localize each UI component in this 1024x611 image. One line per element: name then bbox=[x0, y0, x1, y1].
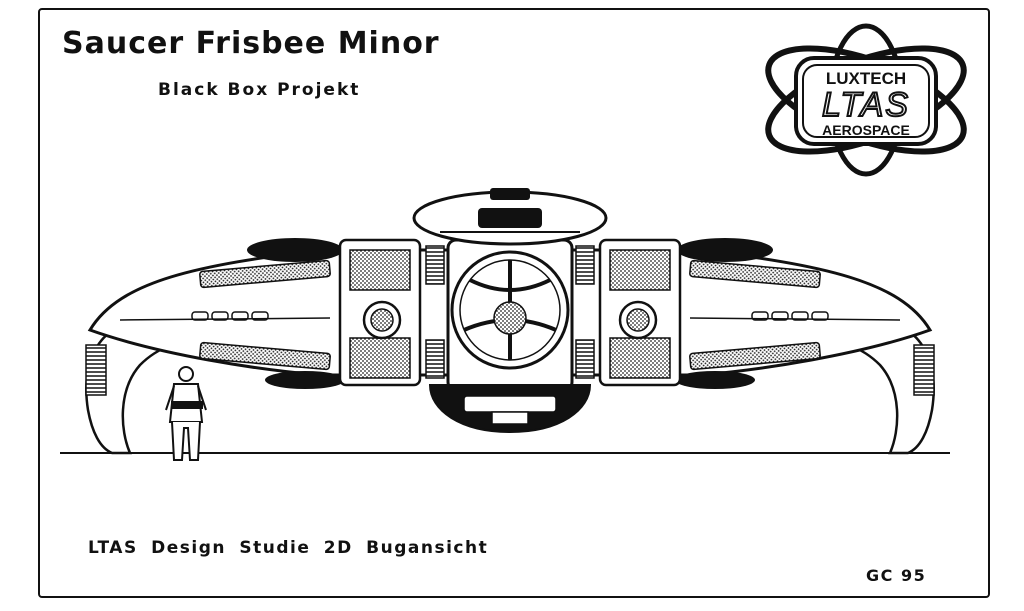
drawing-caption: LTAS Design Studie 2D Bugansicht bbox=[88, 538, 489, 558]
saucer-front-view-drawing bbox=[60, 188, 950, 461]
drawing-subtitle: Black Box Projekt bbox=[158, 80, 361, 100]
human-scale-figure bbox=[165, 366, 207, 461]
ltas-logo: LUXTECH LTAS AEROSPACE bbox=[765, 23, 967, 177]
drawing-code: GC 95 bbox=[866, 566, 927, 585]
drawing-title: Saucer Frisbee Minor bbox=[62, 26, 440, 61]
logo-line2: LTAS bbox=[822, 86, 910, 124]
logo-line1: LUXTECH bbox=[826, 69, 906, 88]
logo-line3: AEROSPACE bbox=[822, 122, 910, 138]
